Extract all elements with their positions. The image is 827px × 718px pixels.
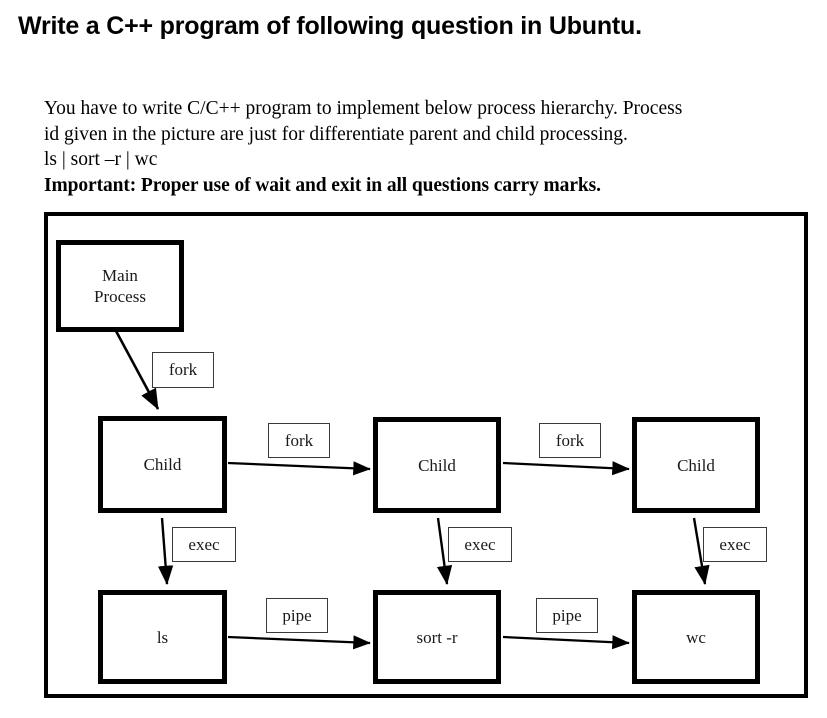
- process-node-child3-label: Child: [677, 455, 715, 475]
- page-title: Write a C++ program of following questio…: [18, 12, 642, 40]
- process-node-child1[interactable]: Child: [98, 416, 227, 513]
- arrow-child1-to-child2: [227, 461, 371, 476]
- process-node-sort[interactable]: sort -r: [373, 590, 501, 684]
- process-node-main[interactable]: Main Process: [56, 240, 184, 332]
- edge-label-exec-child3-wc-text: exec: [719, 534, 751, 554]
- question-text-block: You have to write C/C++ program to imple…: [44, 96, 784, 198]
- process-node-child2-label: Child: [418, 455, 456, 475]
- arrow-layer: [114, 330, 710, 650]
- edge-label-exec-child2-sort: exec: [448, 527, 512, 562]
- process-node-child3[interactable]: Child: [632, 417, 760, 513]
- edge-label-exec-child2-sort-text: exec: [464, 534, 496, 554]
- edge-label-pipe-sort-wc-text: pipe: [552, 605, 582, 625]
- edge-label-fork-main-child1: fork: [152, 352, 214, 388]
- edge-label-pipe-ls-sort: pipe: [266, 598, 328, 633]
- edge-label-pipe-sort-wc: pipe: [536, 598, 598, 633]
- arrow-child2-to-sort: [436, 517, 453, 585]
- edge-label-fork-child2-child3: fork: [539, 423, 601, 458]
- arrow-ls-to-sort: [227, 635, 371, 650]
- edge-label-fork-child2-child3-text: fork: [555, 430, 585, 450]
- process-node-ls[interactable]: ls: [98, 590, 227, 684]
- question-important-note: Important: Proper use of wait and exit i…: [44, 174, 601, 196]
- edge-label-fork-main-child1-text: fork: [168, 360, 198, 379]
- edge-label-exec-child3-wc: exec: [703, 527, 767, 562]
- edge-label-fork-child1-child2: fork: [268, 423, 330, 458]
- arrow-child3-to-wc: [692, 517, 710, 585]
- edge-label-pipe-ls-sort-text: pipe: [282, 605, 312, 625]
- edge-label-exec-child1-ls-text: exec: [188, 534, 220, 554]
- edge-label-fork-child1-child2-text: fork: [284, 430, 314, 450]
- process-node-wc[interactable]: wc: [632, 590, 760, 684]
- process-node-child2[interactable]: Child: [373, 417, 501, 513]
- process-node-child1-label: Child: [143, 455, 182, 474]
- arrow-main-to-child1: [114, 330, 160, 410]
- question-pipeline-command: ls | sort –r | wc: [44, 149, 158, 170]
- process-node-main-label: Main Process: [94, 265, 146, 307]
- process-hierarchy-diagram: Main Process Child Child Child ls sort -…: [44, 212, 808, 698]
- process-node-sort-label: sort -r: [416, 627, 458, 647]
- process-node-main-label-line1: Main: [102, 266, 138, 285]
- diagram-canvas: Main Process Child Child Child ls sort -…: [48, 216, 804, 694]
- process-node-wc-label: wc: [686, 627, 706, 647]
- process-node-ls-label: ls: [156, 627, 169, 647]
- edge-label-exec-child1-ls: exec: [172, 527, 236, 562]
- arrow-child1-to-ls: [157, 517, 174, 585]
- arrow-child2-to-child3: [502, 461, 630, 476]
- question-line-2: id given in the picture are just for dif…: [44, 123, 628, 145]
- question-line-1: You have to write C/C++ program to imple…: [44, 98, 683, 119]
- arrow-sort-to-wc: [502, 635, 630, 650]
- process-node-main-label-line2: Process: [94, 287, 146, 306]
